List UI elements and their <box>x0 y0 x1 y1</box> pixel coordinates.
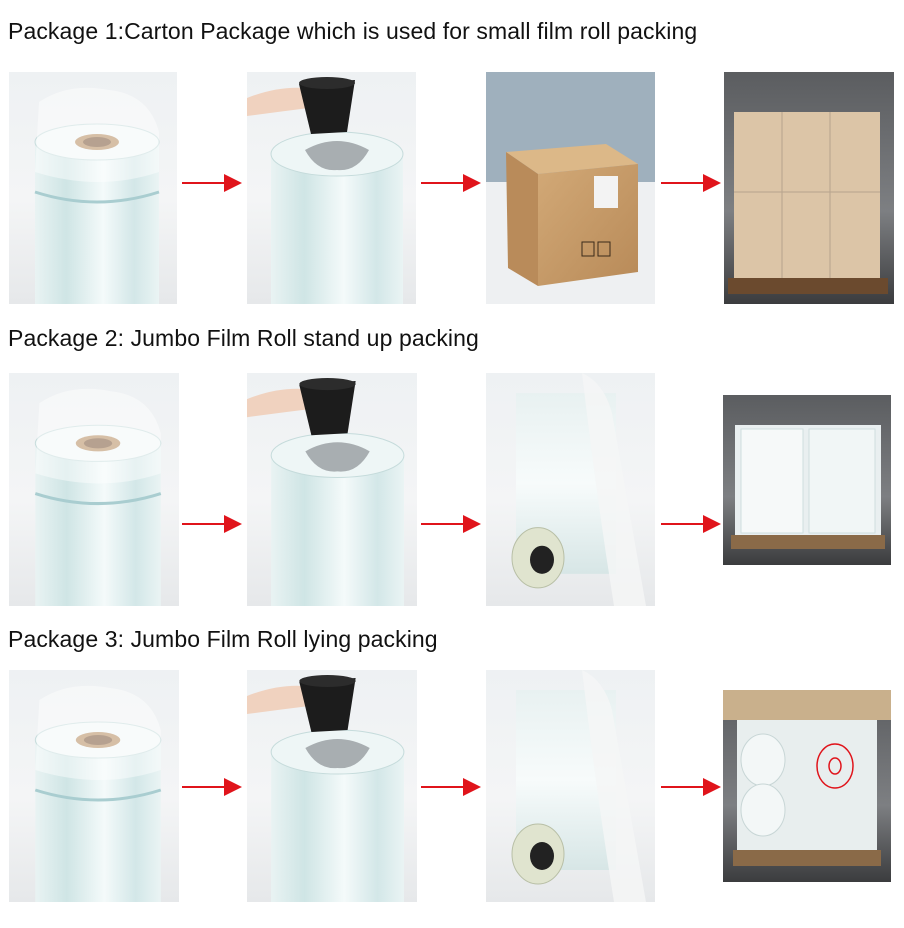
standing-roll-pallet-photo <box>723 395 891 565</box>
red-arrow-icon <box>421 172 481 194</box>
carton-pallet-photo <box>724 72 894 304</box>
package-1-title: Package 1:Carton Package which is used f… <box>8 18 698 44</box>
package-2-section: Package 2: Jumbo Film Roll stand up pack… <box>0 325 904 615</box>
package-2-title: Package 2: Jumbo Film Roll stand up pack… <box>8 325 479 351</box>
film-roll-photo <box>9 72 177 304</box>
film-roll-photo <box>9 670 179 902</box>
wrapped-jumbo-roll-photo <box>486 670 655 902</box>
cap-insertion-photo <box>247 72 416 304</box>
package-3-title: Package 3: Jumbo Film Roll lying packing <box>8 626 438 652</box>
package-3-section: Package 3: Jumbo Film Roll lying packing <box>0 626 904 921</box>
lying-roll-pallet-photo <box>723 690 891 882</box>
red-arrow-icon <box>421 513 481 535</box>
cap-insertion-photo <box>247 373 417 606</box>
red-arrow-icon <box>661 513 721 535</box>
package-1-section: Package 1:Carton Package which is used f… <box>0 18 904 318</box>
film-roll-photo <box>9 373 179 606</box>
carton-box-photo <box>486 72 655 304</box>
red-arrow-icon <box>182 776 242 798</box>
red-arrow-icon <box>661 776 721 798</box>
red-arrow-icon <box>182 172 242 194</box>
red-arrow-icon <box>182 513 242 535</box>
wrapped-jumbo-roll-photo <box>486 373 655 606</box>
red-arrow-icon <box>421 776 481 798</box>
cap-insertion-photo <box>247 670 417 902</box>
red-arrow-icon <box>661 172 721 194</box>
